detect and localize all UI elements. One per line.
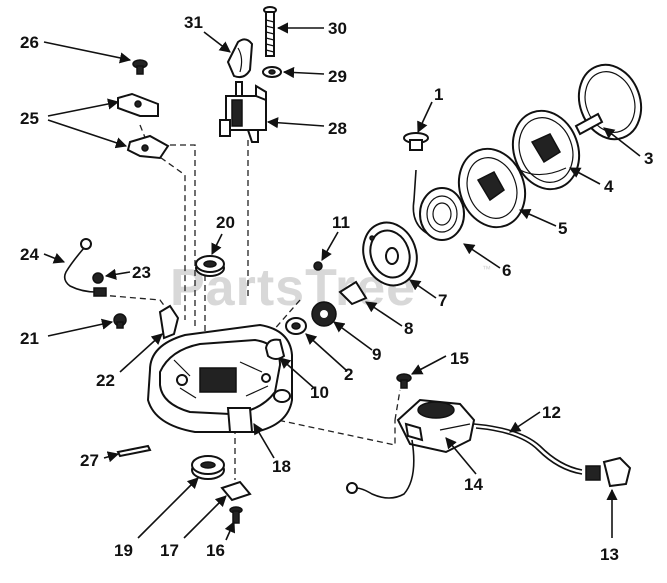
callout-4: 4 <box>604 177 614 196</box>
callout-19: 19 <box>114 541 133 560</box>
callout-10: 10 <box>310 383 329 402</box>
callout-14: 14 <box>464 475 483 494</box>
callout-25: 25 <box>20 109 39 128</box>
part-18-housing <box>146 323 293 433</box>
part-30-long-screw <box>263 6 277 57</box>
part-19-grommet <box>191 455 225 480</box>
callout-23: 23 <box>132 263 151 282</box>
part-15-screw <box>396 373 412 389</box>
callout-21: 21 <box>20 329 39 348</box>
callout-2: 2 <box>344 365 353 384</box>
part-6-recoil-spring <box>412 169 465 241</box>
part-12-high-tension-lead <box>473 423 583 475</box>
part-9-ratchet-gear <box>311 301 337 327</box>
watermark-trademark: ™ <box>482 264 491 274</box>
part-1-bushing <box>403 132 429 151</box>
part-22-clip <box>158 304 180 340</box>
callout-11: 11 <box>332 213 350 232</box>
callout-20: 20 <box>216 213 235 232</box>
part-27-pin <box>116 444 152 458</box>
callout-27: 27 <box>80 451 99 470</box>
part-5-spring-cup <box>457 147 527 229</box>
part-8-pawl <box>338 280 368 306</box>
callout-6: 6 <box>502 261 511 280</box>
part-20-grommet <box>195 255 225 277</box>
callout-28: 28 <box>328 119 347 138</box>
callout-18: 18 <box>272 457 291 476</box>
part-3-starter-cup <box>574 63 643 141</box>
part-2-washer <box>285 317 307 335</box>
callout-5: 5 <box>558 219 567 238</box>
part-26-screw <box>132 59 148 75</box>
callout-22: 22 <box>96 371 115 390</box>
callout-26: 26 <box>20 33 39 52</box>
callout-12: 12 <box>542 403 561 422</box>
part-11-screw <box>313 261 323 271</box>
part-17-plate <box>220 480 252 502</box>
callout-3: 3 <box>644 149 653 168</box>
part-16-screw <box>229 506 243 524</box>
coil-ground-wire <box>346 439 415 499</box>
part-25-brackets <box>117 92 170 160</box>
part-28-switch <box>219 81 267 143</box>
part-14-ignition-coil <box>396 398 476 454</box>
callout-16: 16 <box>206 541 225 560</box>
callout-31: 31 <box>184 13 203 32</box>
callout-13: 13 <box>600 545 619 564</box>
part-21-screw <box>113 313 127 329</box>
part-23-nut <box>92 272 104 284</box>
callout-labels: 26 25 31 30 29 28 20 24 23 21 22 11 1 3 … <box>20 13 653 564</box>
part-4-rotor <box>511 109 581 191</box>
part-10-retainer <box>264 338 286 360</box>
callout-29: 29 <box>328 67 347 86</box>
callout-24: 24 <box>20 245 39 264</box>
part-24-wire-lead <box>63 238 107 297</box>
part-29-washer <box>262 66 282 78</box>
callout-1: 1 <box>434 85 443 104</box>
part-7-pulley <box>362 221 418 287</box>
leader-lines <box>43 22 641 541</box>
part-13-spark-plug-boot <box>585 456 632 488</box>
callout-7: 7 <box>438 291 447 310</box>
callout-9: 9 <box>372 345 381 364</box>
part-31-knob <box>226 38 254 79</box>
callout-15: 15 <box>450 349 469 368</box>
callout-8: 8 <box>404 319 413 338</box>
callout-30: 30 <box>328 19 347 38</box>
callout-17: 17 <box>160 541 179 560</box>
